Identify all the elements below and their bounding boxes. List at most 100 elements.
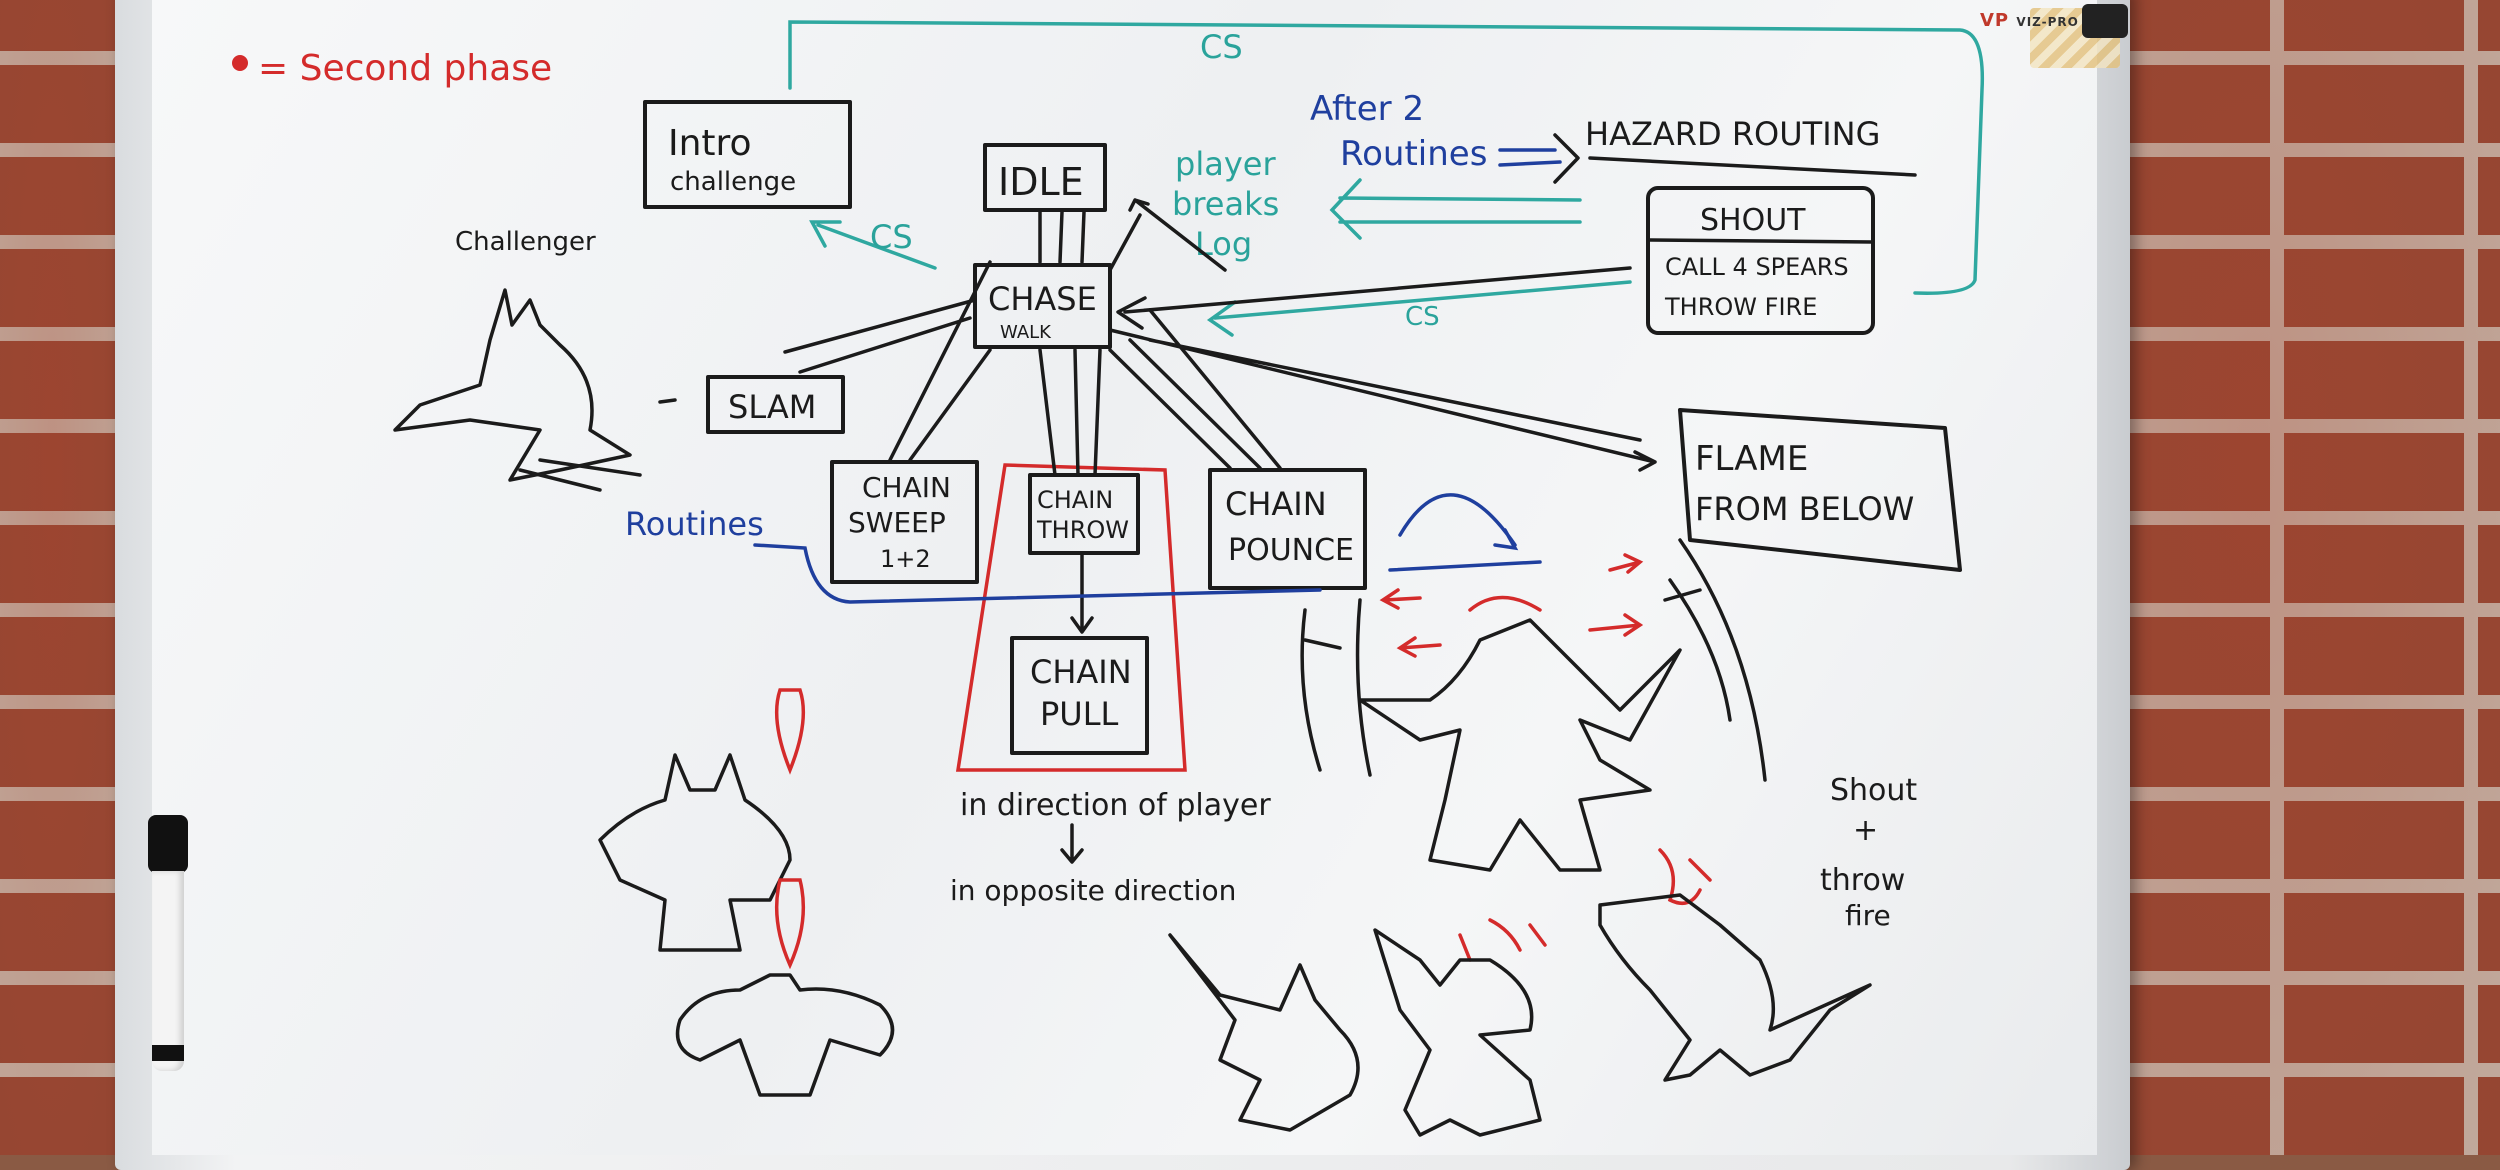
player-breaks-line3: Log <box>1195 225 1252 263</box>
direction-arrow <box>1060 823 1084 864</box>
after-routines-line1: After 2 <box>1310 89 1424 129</box>
slam-box <box>706 375 845 434</box>
challenger-dash <box>658 398 677 404</box>
shout-throw-line3: throw <box>1820 863 1905 898</box>
challenger-feet <box>518 458 642 492</box>
marker-cap <box>148 815 188 873</box>
hazard-routing-label: HAZARD ROUTING <box>1585 115 1880 153</box>
idle-chase-arrows <box>1038 210 1086 264</box>
chain-pounce-line2: POUNCE <box>1228 533 1354 568</box>
player-breaks-line1: player <box>1175 145 1276 183</box>
chain-sweep-line1: CHAIN <box>862 471 951 504</box>
after-routines-arrow <box>1498 148 1562 167</box>
chain-sweep-line3: 1+2 <box>880 545 931 573</box>
idle-box <box>983 143 1107 212</box>
chain-pull-line1: CHAIN <box>1030 653 1132 691</box>
legend-text: = Second phase <box>258 48 552 89</box>
flame-line1: FLAME <box>1695 439 1808 479</box>
brand-logo: VP VIZ-PRO <box>1980 10 2079 31</box>
marker-band <box>152 1045 184 1061</box>
bottom-creature-three <box>1598 893 1872 1082</box>
bottom-creature-three-fire <box>1658 848 1712 906</box>
pounce-ground-line <box>1388 560 1542 572</box>
routines-bracket <box>753 543 1322 604</box>
cs-right-label: CS <box>1405 302 1440 332</box>
centre-creature-fire <box>1468 595 1542 612</box>
hazard-underline <box>1588 156 1917 177</box>
chase-sweep-arrows <box>888 260 992 462</box>
bottom-left-creature-lower <box>675 973 895 1097</box>
whiteboard-marker[interactable] <box>148 815 188 1075</box>
chain-throw-box <box>1028 473 1140 555</box>
after-routines-line2: Routines <box>1340 134 1487 174</box>
chase-line2: WALK <box>1000 322 1052 343</box>
fire-torch-bottom <box>774 878 806 970</box>
chase-line1: CHASE <box>988 280 1097 318</box>
player-breaks-arrow <box>1329 178 1582 240</box>
challenger-label: Challenger <box>455 227 596 257</box>
fire-torch-top <box>774 688 806 775</box>
challenger-sketch <box>393 288 632 482</box>
direction-line1: in direction of player <box>960 788 1271 823</box>
shout-label: SHOUT <box>1700 203 1806 238</box>
shout-throw-line4: fire <box>1845 899 1891 932</box>
player-breaks-line2: breaks <box>1172 185 1279 223</box>
idle-label: IDLE <box>998 160 1084 204</box>
chase-flame-arrows <box>1108 328 1657 472</box>
brick-wall-left <box>0 0 130 1155</box>
chain-pounce-box <box>1208 468 1367 590</box>
centre-creature-sketch <box>1358 618 1682 872</box>
shout-to-chase-arrow <box>1116 266 1632 330</box>
cs-right-arrow <box>1206 280 1632 337</box>
chase-walk-box <box>973 263 1112 349</box>
chain-hazard-lines-left <box>1300 598 1372 777</box>
shout-box <box>1646 186 1875 335</box>
knockback-arrows <box>1379 553 1644 658</box>
call-spears-label: CALL 4 SPEARS <box>1665 253 1849 281</box>
flame-line2: FROM BELOW <box>1695 490 1914 528</box>
cs-loop-line <box>788 20 1985 295</box>
intro-line2: challenge <box>670 167 796 197</box>
intro-challenge-box <box>643 100 852 209</box>
flame-from-below-box <box>1678 408 1962 572</box>
chase-slam-arrows <box>783 298 977 374</box>
whiteboard-surface <box>152 0 2097 1155</box>
routines-left-label: Routines <box>625 505 764 543</box>
shout-divider <box>1648 238 1874 244</box>
chain-pounce-line1: CHAIN <box>1225 485 1327 523</box>
chase-pounce-arrows <box>1108 308 1282 470</box>
bottom-creature-two <box>1373 928 1542 1137</box>
board-clip <box>2082 4 2128 38</box>
marker-body <box>152 871 184 1071</box>
chase-throw-arrows <box>1038 348 1102 477</box>
brand-mark: VP <box>1980 10 2010 31</box>
bottom-left-creature-upper <box>598 753 792 952</box>
shout-throw-line2: + <box>1853 813 1878 848</box>
chain-sweep-box <box>830 460 979 584</box>
cs-left-label: CS <box>870 218 913 256</box>
pounce-jump-arc <box>1398 493 1519 551</box>
chain-throw-line2: THROW <box>1036 516 1129 544</box>
bottom-creature-one <box>1168 933 1360 1132</box>
brick-wall-right <box>2090 0 2500 1155</box>
second-phase-dot <box>232 55 248 71</box>
direction-line2: in opposite direction <box>950 874 1236 907</box>
intro-line1: Intro <box>668 123 752 164</box>
chain-sweep-line2: SWEEP <box>848 506 946 539</box>
brand-name: VIZ-PRO <box>2016 15 2079 29</box>
cs-left-arrow <box>809 220 937 270</box>
throw-to-pull-arrow <box>1070 553 1094 634</box>
throw-fire-label: THROW FIRE <box>1664 293 1817 321</box>
chase-idle-right-arrows <box>1108 198 1227 272</box>
slam-label: SLAM <box>728 388 816 426</box>
after-routines-arrowhead <box>1553 133 1580 184</box>
shout-throw-line1: Shout <box>1830 773 1917 808</box>
chain-pull-line2: PULL <box>1040 695 1119 733</box>
chain-throw-line1: CHAIN <box>1037 486 1113 514</box>
second-phase-outline <box>955 463 1187 772</box>
chain-hazard-lines-right <box>1663 538 1767 782</box>
cs-top-label: CS <box>1200 28 1243 66</box>
bottom-creature-two-fire <box>1458 918 1547 962</box>
chain-pull-box <box>1010 636 1149 755</box>
